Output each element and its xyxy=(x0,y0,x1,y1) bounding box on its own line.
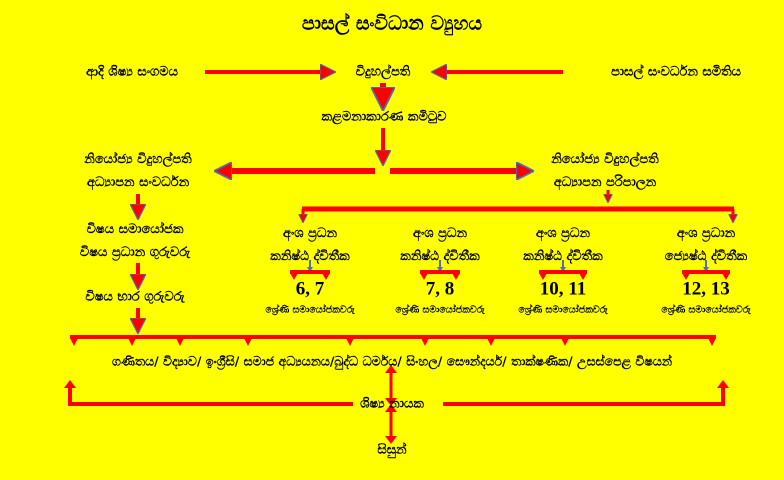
deputy-left-line2: අධ්‍යාපන සංවර්ධන xyxy=(86,175,190,190)
section-grade-coordinators: ශ්‍රේණි සමායෝජකවරු xyxy=(518,304,608,316)
node-deputy-principal-development: නියෝජ්‍ය විදුහල්පති අධ්‍යාපන සංවර්ධන xyxy=(84,148,191,194)
grade-bracket-arrow xyxy=(290,260,330,280)
section-head-line2: කනිෂ්ඨ ද්විතීක xyxy=(523,249,603,264)
deputy-right-line1: නියෝජ්‍ය විදුහල්පති xyxy=(551,152,659,167)
section-head-line1: අංශ ප්‍රධාන xyxy=(676,226,736,241)
node-student-leaders: ශිෂ්‍ය නායක xyxy=(360,396,424,412)
section-grades: 6, 7 xyxy=(295,278,325,300)
leader-bracket-left xyxy=(68,388,353,406)
deputy-right-line2: අධ්‍යාපන පරිපාලන xyxy=(553,175,657,190)
section-head-line2: ජ්‍යෙෂ්ඨ ද්විතීක xyxy=(664,249,748,264)
section-grade-coordinators: ශ්‍රේණි සමායෝජකවරු xyxy=(265,304,355,316)
subject-coordinator-line1: විෂය සමායෝජක xyxy=(86,222,184,237)
section-head-line1: අංශ ප්‍රධන xyxy=(282,226,338,241)
section-grades: 10, 11 xyxy=(539,278,587,300)
subject-drop-arrow xyxy=(244,338,252,346)
node-subject-coordinator: විෂය සමායෝජක විෂය ප්‍රධාන ගුරුවරු xyxy=(80,218,190,264)
section-grades: 7, 8 xyxy=(425,278,455,300)
grade-bracket-arrow xyxy=(682,260,730,280)
subject-drop-arrow xyxy=(487,338,495,346)
node-deputy-principal-administration: නියෝජ්‍ය විදුහල්පති අධ්‍යාපන පරිපාලන xyxy=(551,148,658,194)
subject-coordinator-line2: විෂය ප්‍රධාන ගුරුවරු xyxy=(79,245,191,260)
node-subject-teachers: විෂය භාර ගුරුවරු xyxy=(85,289,185,305)
subject-drop-arrow xyxy=(708,338,716,346)
section-head-line1: අංශ ප්‍රධන xyxy=(412,226,468,241)
subject-drop-arrow xyxy=(561,338,569,346)
node-section-head: අංශ ප්‍රධාන ජ්‍යෙෂ්ඨ ද්විතීක xyxy=(665,222,747,268)
grade-bracket-arrow xyxy=(539,260,587,280)
subject-drop-arrow xyxy=(421,338,429,346)
node-subjects: ගණිතය/ විද්‍යාව/ ඉංග්‍රීසි/ සමාජ අධ්‍යයන… xyxy=(111,353,673,369)
section-grades: 12, 13 xyxy=(682,278,730,300)
node-management-committee: කළමනාකාරණ කමිටුව xyxy=(321,109,447,125)
node-alumni-association: ආදි ශිෂ්‍ය සංගමය xyxy=(85,64,179,80)
section-head-line1: අංශ ප්‍රධන xyxy=(535,226,591,241)
section-head-line2: කනිෂ්ඨ ද්විතීක xyxy=(400,249,480,264)
section-head-line2: කනිෂ්ඨ ද්විතීක xyxy=(270,249,350,264)
node-section-head: අංශ ප්‍රධන කනිෂ්ඨ ද්විතීක xyxy=(523,222,602,268)
deputy-left-line1: නියෝජ්‍ය විදුහල්පති xyxy=(84,152,192,167)
section-grade-coordinators: ශ්‍රේණි සමායෝජකවරු xyxy=(661,304,751,316)
subject-drop-arrow xyxy=(176,338,184,346)
node-section-head: අංශ ප්‍රධන කනිෂ්ඨ ද්විතීක xyxy=(270,222,349,268)
node-section-head: අංශ ප්‍රධන කනිෂ්ඨ ද්විතීක xyxy=(400,222,479,268)
node-school-development-society: පාසල් සංවර්ධන සමිතිය xyxy=(610,64,742,80)
subject-drop-arrow xyxy=(128,338,136,346)
grade-bracket-arrow xyxy=(420,260,460,280)
page-title: පාසල් සංවිධාන ව්‍යුහය xyxy=(301,12,483,35)
node-principal: විදුහල්පති xyxy=(355,64,411,80)
node-students: සිසුන් xyxy=(377,442,407,458)
section-grade-coordinators: ශ්‍රේණි සමායෝජකවරු xyxy=(395,304,485,316)
leader-bracket-right xyxy=(443,388,725,406)
subject-drop-arrow xyxy=(70,338,78,346)
subject-drop-arrow xyxy=(346,338,354,346)
